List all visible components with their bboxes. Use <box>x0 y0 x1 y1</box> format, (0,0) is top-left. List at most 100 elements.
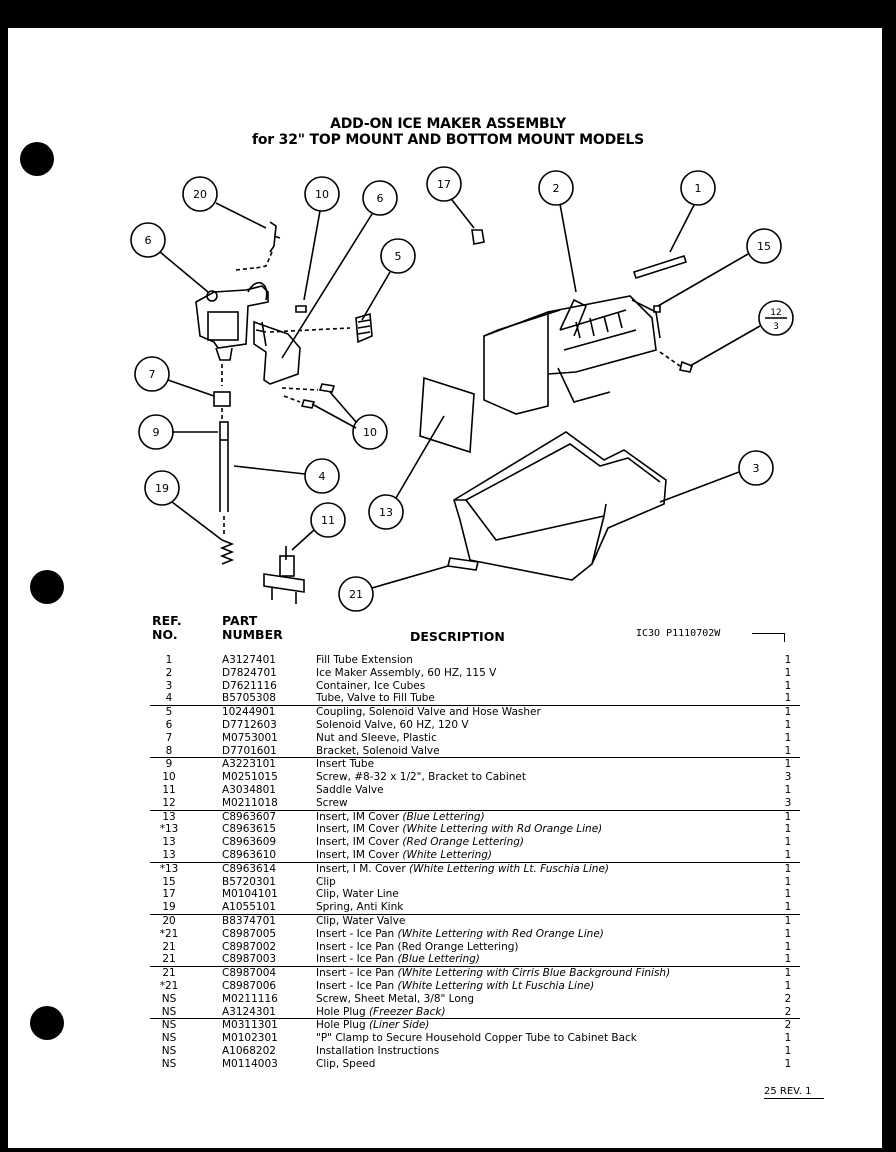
part-description: Fill Tube Extension <box>316 654 413 667</box>
ref-no-header: REF. NO. <box>152 613 182 642</box>
exploded-parts-diagram: 20 10 6 17 2 1 6 5 <box>130 166 794 612</box>
ref-number: 20 <box>162 914 176 927</box>
part-description: Insert - Ice Pan (White Lettering with C… <box>316 967 670 980</box>
part-number: A3124301 <box>222 1005 276 1018</box>
part-description: Spring, Anti Kink <box>316 901 403 914</box>
part-number: M0311301 <box>222 1019 278 1032</box>
callout-label: 5 <box>395 250 402 263</box>
part-number: D7712603 <box>222 718 277 731</box>
part-number: D7701601 <box>222 744 277 757</box>
part-description: Insert - Ice Pan (Blue Lettering) <box>316 953 480 966</box>
part-description: Insert, IM Cover (Blue Lettering) <box>316 811 485 824</box>
description-note: (Blue Lettering) <box>402 810 485 823</box>
page-title: ADD-ON ICE MAKER ASSEMBLY for 32" TOP MO… <box>0 116 896 148</box>
quantity: 3 <box>784 796 792 809</box>
ref-number: 21 <box>162 967 176 980</box>
quantity: 1 <box>784 888 792 901</box>
ref-number: NS <box>161 1005 177 1018</box>
part-number: M0211116 <box>222 992 278 1005</box>
description-text: Coupling, Solenoid Valve and Hose Washer <box>316 706 541 719</box>
ref-number: 11 <box>162 783 176 796</box>
callout-label: 6 <box>145 234 152 247</box>
quantity: 1 <box>784 953 792 966</box>
callout-label: 19 <box>155 482 169 495</box>
coupling <box>355 312 373 344</box>
valve-bracket <box>253 320 301 385</box>
description-text: Saddle Valve <box>316 783 384 796</box>
part-description: Insert - Ice Pan (White Lettering with R… <box>316 928 604 941</box>
ref-number: 4 <box>165 692 173 705</box>
callout-4: 4 <box>233 458 340 494</box>
code-bracket-line <box>752 633 785 642</box>
screw <box>300 399 316 409</box>
ice-cube-container <box>453 431 667 581</box>
quantity: 1 <box>784 848 792 861</box>
part-number: A3127401 <box>222 654 276 666</box>
punch-hole-top <box>20 142 54 176</box>
description-note: (White Lettering with Cirris Blue Backgr… <box>397 967 671 980</box>
parts-row: 1 A3127401 Fill Tube Extension 1 <box>150 654 800 667</box>
ref-number: 12 <box>162 796 176 809</box>
quantity: 1 <box>784 718 792 731</box>
part-description: Bracket, Solenoid Valve <box>316 745 440 758</box>
quantity: 2 <box>784 1019 792 1032</box>
callout-label: 7 <box>149 368 156 381</box>
description-note: (Red Orange Lettering) <box>402 836 525 849</box>
callout-10b: 10 <box>311 391 388 450</box>
anti-kink-spring <box>219 539 235 565</box>
ref-number: 1 <box>165 654 173 666</box>
quantity: 1 <box>784 914 792 927</box>
callout-label: 2 <box>553 182 560 195</box>
description-text: Container, Ice Cubes <box>316 679 426 692</box>
callout-12-3: 12 3 <box>689 300 794 367</box>
quantity: 1 <box>784 836 792 849</box>
callout-9: 9 <box>138 414 218 450</box>
callout-label: 13 <box>379 506 393 519</box>
description-text: Insert, IM Cover <box>316 810 403 823</box>
callout-label: 11 <box>321 514 335 527</box>
part-number: C8987006 <box>222 979 277 992</box>
solenoid-valve <box>195 281 269 361</box>
part-description: Insert - Ice Pan (Red Orange Lettering) <box>316 941 519 954</box>
quantity: 1 <box>784 744 792 757</box>
quantity: 3 <box>784 771 792 784</box>
description-text: Insert Tube <box>316 758 375 771</box>
water-valve-clip <box>269 221 281 253</box>
part-description: Installation Instructions <box>316 1045 439 1058</box>
quantity: 1 <box>784 1057 792 1070</box>
ref-number: 6 <box>165 718 173 731</box>
description-text: Insert - Ice Pan <box>316 967 398 980</box>
quantity: 1 <box>784 654 792 666</box>
callout-label: 4 <box>319 470 326 483</box>
description-text: "P" Clamp to Secure Household Copper Tub… <box>316 1032 637 1045</box>
part-number: C8987005 <box>222 927 277 940</box>
saddle-valve <box>263 546 305 604</box>
part-description: Nut and Sleeve, Plastic <box>316 732 437 745</box>
part-description: Clip, Speed <box>316 1058 375 1071</box>
callout-11: 11 <box>291 502 346 551</box>
callout-label: 21 <box>349 588 363 601</box>
part-description: Insert, IM Cover (Red Orange Lettering) <box>316 836 524 849</box>
quantity: 1 <box>784 679 792 692</box>
part-number: D7824701 <box>222 666 277 679</box>
part-description: Insert, IM Cover (White Lettering) <box>316 849 492 862</box>
callout-20: 20 <box>182 176 267 229</box>
callout-label: 15 <box>757 240 771 253</box>
nut-and-sleeve <box>213 391 231 407</box>
description-text: Screw, Sheet Metal, 3/8" Long <box>316 992 475 1005</box>
document-page <box>8 28 882 1148</box>
im-cover-insert <box>419 376 475 454</box>
part-description: "P" Clamp to Secure Household Copper Tub… <box>316 1032 637 1045</box>
description-text: Installation Instructions <box>316 1044 440 1057</box>
callout-label: 10 <box>363 426 377 439</box>
